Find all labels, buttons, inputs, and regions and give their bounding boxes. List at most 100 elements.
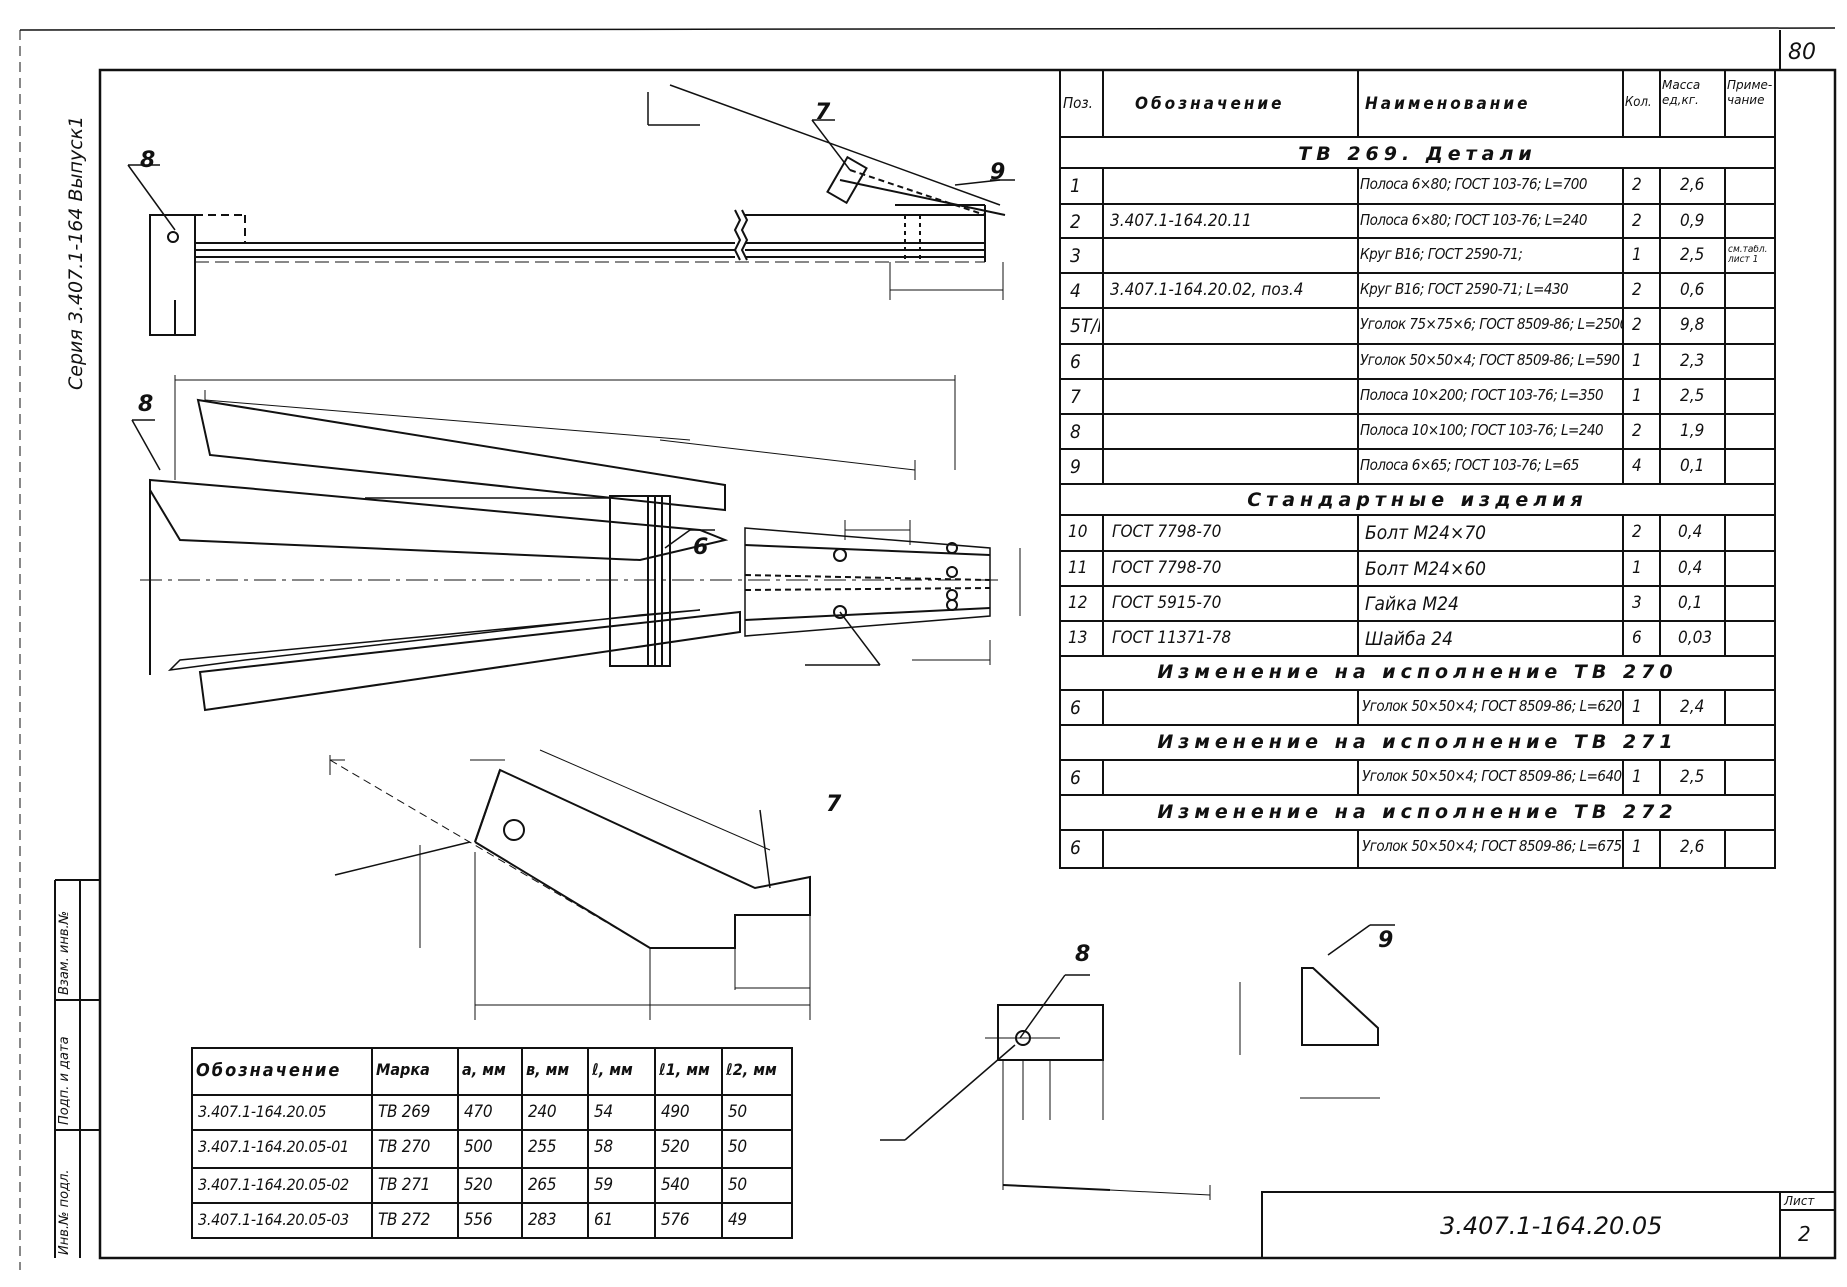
plan-view [131, 375, 1021, 712]
change-row-pos: 6 [1070, 769, 1081, 788]
std-row-name: Гайка М24 [1365, 595, 1459, 614]
spec-row-pos: 7 [1070, 388, 1081, 407]
change-title-271: Изменение на исполнение ТВ 271 [1157, 731, 1678, 753]
variants-cell: ТВ 270 [378, 1139, 431, 1156]
spec-row-mass: 0,1 [1680, 458, 1705, 475]
variants-header: Обозначение [196, 1062, 342, 1080]
spec-row-pos: 4 [1070, 282, 1081, 301]
std-row-qty: 1 [1632, 560, 1642, 577]
std-row-qty: 2 [1632, 524, 1642, 541]
std-row-mass: 0,4 [1678, 560, 1703, 577]
position-callout: 7 [815, 100, 831, 125]
std-row-mass: 0,1 [1678, 595, 1703, 612]
variants-header: ℓ, мм [592, 1062, 633, 1078]
position-callout: 7 [826, 792, 842, 817]
std-row-designation: ГОСТ 11371-78 [1112, 630, 1232, 647]
change-row-pos: 6 [1070, 839, 1081, 858]
std-row-name: Шайба 24 [1365, 630, 1454, 649]
variants-cell: 500 [464, 1139, 493, 1156]
spec-row-qty: 1 [1632, 247, 1642, 264]
change-row-name: Уголок 50×50×4; ГОСТ 8509-86; L=620 [1362, 699, 1622, 714]
variants-cell: 265 [528, 1177, 557, 1194]
variants-cell: 54 [594, 1104, 613, 1121]
spec-row-mass: 0,9 [1680, 213, 1705, 230]
spec-row-qty: 2 [1632, 317, 1642, 334]
spec-row-pos: 2 [1070, 213, 1081, 232]
spec-row-mass: 1,9 [1680, 423, 1705, 440]
change-title-270: Изменение на исполнение ТВ 270 [1157, 661, 1678, 683]
sheet-number: 2 [1798, 1222, 1811, 1246]
spec-row-mass: 0,6 [1680, 282, 1705, 299]
position-callout: 6 [693, 535, 709, 560]
spec-row-name: Полоса 6×80; ГОСТ 103-76; L=240 [1360, 213, 1587, 228]
spec-row-qty: 2 [1632, 177, 1642, 194]
document-code: 3.407.1-164.20.05 [1440, 1212, 1663, 1240]
stamp-replace-field: Взам. инв.№ [57, 910, 72, 995]
spec-row-mass: 2,5 [1680, 388, 1705, 405]
spec-header-name: Наименование [1365, 96, 1531, 113]
stamp-inv-field: Инв.№ подл. [57, 1169, 72, 1255]
spec-header-designation: Обозначение [1135, 96, 1285, 113]
variants-cell: 50 [728, 1177, 747, 1194]
spec-header-qty: Кол. [1625, 96, 1652, 109]
variants-cell: ТВ 271 [378, 1177, 431, 1194]
variants-cell: ТВ 269 [378, 1104, 431, 1121]
variants-cell: 520 [661, 1139, 690, 1156]
std-row-pos: 10 [1068, 524, 1088, 541]
change-row-mass: 2,4 [1680, 699, 1705, 716]
std-row-qty: 6 [1632, 630, 1642, 647]
std-row-designation: ГОСТ 5915-70 [1112, 595, 1222, 612]
spec-row-designation: 3.407.1-164.20.02, поз.4 [1110, 282, 1304, 299]
variants-cell: 50 [728, 1139, 747, 1156]
variants-header: ℓ1, мм [659, 1062, 710, 1078]
sheet-label: Лист [1784, 1194, 1815, 1208]
variants-header: в, мм [526, 1062, 570, 1078]
stamp-sign-field: Подп. и дата [57, 1036, 72, 1125]
spec-row-name: Полоса 6×80; ГОСТ 103-76; L=700 [1360, 177, 1587, 192]
variants-header: ℓ2, мм [726, 1062, 777, 1078]
variants-cell: 283 [528, 1212, 557, 1229]
spec-row-mass: 2,3 [1680, 353, 1705, 370]
position-callout: 9 [990, 160, 1006, 185]
position-callout: 8 [138, 392, 154, 417]
variants-cell: 3.407.1-164.20.05-01 [198, 1139, 349, 1155]
spec-row-name: Полоса 6×65; ГОСТ 103-76; L=65 [1360, 458, 1579, 473]
variants-cell: 556 [464, 1212, 493, 1229]
variants-cell: 576 [661, 1212, 690, 1229]
variants-cell: 58 [594, 1139, 613, 1156]
spec-row-name: Уголок 50×50×4; ГОСТ 8509-86; L=590 [1360, 353, 1620, 368]
variants-cell: 59 [594, 1177, 613, 1194]
position-callout: 8 [1075, 942, 1091, 967]
change-row-mass: 2,6 [1680, 839, 1705, 856]
spec-row-name: Уголок 75×75×6; ГОСТ 8509-86; L=2500 [1360, 317, 1622, 332]
spec-header-note: Приме-чание [1727, 78, 1773, 107]
std-row-pos: 11 [1068, 560, 1088, 577]
change-row-name: Уголок 50×50×4; ГОСТ 8509-86; L=675 [1362, 839, 1622, 854]
std-row-name: Болт М24×70 [1365, 524, 1487, 543]
spec-row-qty: 2 [1632, 282, 1642, 299]
spec-row-qty: 1 [1632, 388, 1642, 405]
variants-cell: ТВ 272 [378, 1212, 431, 1229]
change-row-name: Уголок 50×50×4; ГОСТ 8509-86; L=640 [1362, 769, 1622, 784]
variants-cell: 470 [464, 1104, 493, 1121]
spec-row-name: Полоса 10×200; ГОСТ 103-76; L=350 [1360, 388, 1604, 403]
spec-row-pos: 3 [1070, 247, 1081, 266]
variants-cell: 490 [661, 1104, 690, 1121]
position-callout: 9 [1378, 928, 1394, 953]
variants-cell: 540 [661, 1177, 690, 1194]
variants-cell: 520 [464, 1177, 493, 1194]
elevation-view [127, 84, 1015, 336]
plate-pos7-view [329, 749, 811, 1020]
spec-row-pos: 8 [1070, 423, 1081, 442]
spec-section-standard: Стандартные изделия [1247, 489, 1588, 511]
spec-row-pos: 9 [1070, 458, 1081, 477]
change-title-272: Изменение на исполнение ТВ 272 [1157, 801, 1678, 823]
spec-row-qty: 2 [1632, 213, 1642, 230]
std-row-pos: 12 [1068, 595, 1088, 612]
std-row-designation: ГОСТ 7798-70 [1112, 524, 1222, 541]
std-row-mass: 0,03 [1678, 630, 1713, 647]
variants-cell: 49 [728, 1212, 747, 1229]
std-row-qty: 3 [1632, 595, 1642, 612]
